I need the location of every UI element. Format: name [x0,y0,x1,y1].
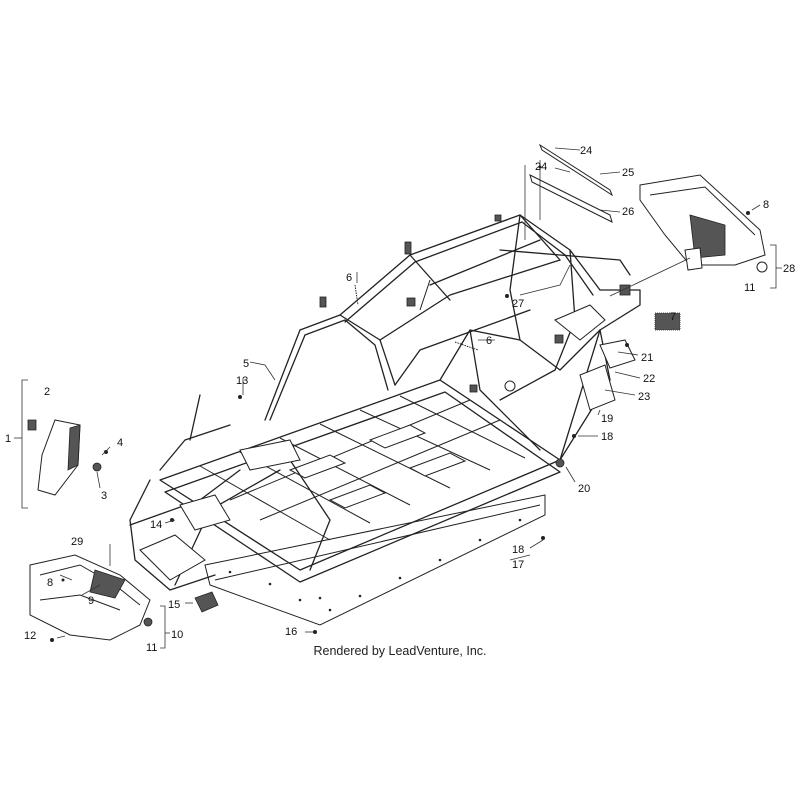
leader-lines [56,147,761,639]
callout-13: 13 [236,375,248,387]
rear-rails [524,143,614,240]
callout-6-a: 6 [346,272,352,284]
callout-12: 12 [24,630,36,642]
callout-7: 7 [670,311,676,323]
front-hardware [164,518,219,613]
callout-19: 19 [601,413,613,425]
main-frame [129,214,641,591]
callout-29: 29 [71,536,83,548]
rear-bumper [609,174,782,297]
callout-28: 28 [783,263,795,275]
callout-14: 14 [150,519,162,531]
callout-8-rear: 8 [763,199,769,211]
callout-21: 21 [641,352,653,364]
callout-labels: 1 2 3 4 5 6 6 7 8 8 9 10 11 11 12 13 14 … [5,145,795,654]
callout-16: 16 [285,626,297,638]
callout-20: 20 [578,483,590,495]
callout-17: 17 [512,559,524,571]
callout-11-rear: 11 [744,282,755,294]
callout-2: 2 [44,386,50,398]
callout-15: 15 [168,599,180,611]
skid-plate [204,494,546,626]
callout-1: 1 [5,433,11,445]
misc-hardware [238,284,681,634]
callout-22: 22 [643,373,655,385]
front-bumper [29,544,170,649]
callout-24-top: 24 [580,145,592,157]
render-credit: Rendered by LeadVenture, Inc. [313,644,486,658]
callout-25: 25 [622,167,634,179]
callout-5: 5 [243,358,249,370]
callout-26: 26 [622,206,634,218]
callout-4: 4 [117,437,123,449]
callout-10: 10 [171,629,183,641]
callout-24-mid: 24 [535,161,547,173]
callout-3: 3 [101,490,107,502]
callout-18-floor: 18 [512,544,524,556]
callout-23: 23 [638,391,650,403]
callout-18-side: 18 [601,431,613,443]
callout-9: 9 [88,595,94,607]
callout-11-front: 11 [146,642,157,654]
callout-6-b: 6 [486,335,492,347]
callout-27: 27 [512,298,524,310]
panel-assembly [14,379,111,509]
callout-8-front: 8 [47,577,53,589]
